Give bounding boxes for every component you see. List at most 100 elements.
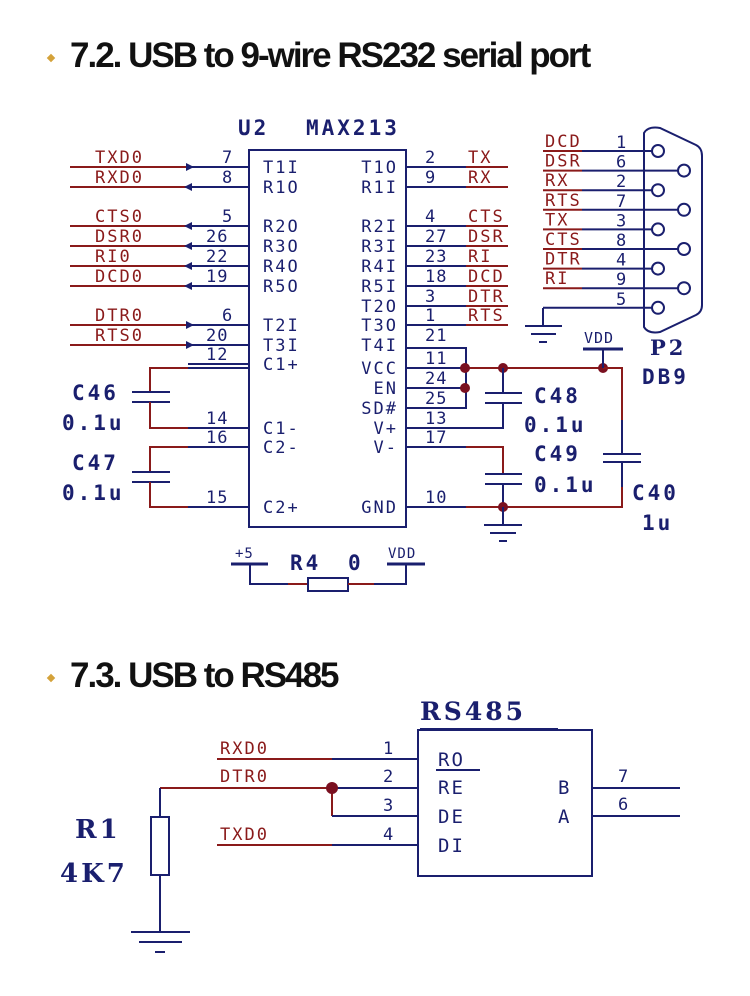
pin-number: 4 xyxy=(616,251,627,271)
pin-name: GND xyxy=(361,498,398,518)
arrow-icon xyxy=(184,262,192,270)
cap-ref: C47 xyxy=(72,451,119,475)
pin-name: R2I xyxy=(361,217,398,237)
pin-socket-icon xyxy=(677,202,691,217)
net-label: RXD0 xyxy=(95,168,144,188)
net-label: TX xyxy=(468,148,492,168)
pin-number: 7 xyxy=(222,148,233,168)
net-label: TXD0 xyxy=(95,148,144,168)
pin-name: R5I xyxy=(361,277,398,297)
ic-part: MAX213 xyxy=(306,116,400,140)
pin-socket-icon xyxy=(677,163,691,178)
power-network: C48 0.1u C49 0.1u C40 1u VDD xyxy=(406,329,679,542)
pin-number: 6 xyxy=(222,306,233,326)
pin-number: 8 xyxy=(616,231,627,251)
pin-number: 2 xyxy=(425,148,436,168)
res-value: 0 xyxy=(348,551,364,575)
pin-name: T3I xyxy=(263,336,300,356)
pin-number: 17 xyxy=(425,428,447,448)
net-label: DSR xyxy=(468,227,505,247)
cap-value: 0.1u xyxy=(62,411,125,435)
pin-name: R1O xyxy=(263,178,300,198)
res-ref: R1 xyxy=(75,815,121,845)
pin-name: T2I xyxy=(263,316,300,336)
pin-number: 15 xyxy=(206,488,228,508)
resistor-r4: +5 VDD R4 0 xyxy=(231,546,425,592)
cap-value: 0.1u xyxy=(524,413,587,437)
net-label: RX xyxy=(545,171,569,191)
net-label: RTS0 xyxy=(95,326,144,346)
capacitor-c46: C46 0.1u xyxy=(62,367,249,435)
pin-name: R3I xyxy=(361,237,398,257)
pin-name: RO xyxy=(438,749,465,771)
net-label: TXD0 xyxy=(220,825,269,845)
cap-value: 0.1u xyxy=(62,481,125,505)
vdd-label: VDD xyxy=(388,546,416,562)
pin-name: T2O xyxy=(361,297,398,317)
pin-name: T3O xyxy=(361,316,398,336)
pin-socket-icon xyxy=(651,144,665,158)
pin-number: 3 xyxy=(425,287,436,307)
cap-ref: C49 xyxy=(534,442,581,466)
pin-number: 4 xyxy=(383,825,394,845)
pin-socket-icon xyxy=(651,222,665,237)
pin-name: R5O xyxy=(263,277,300,297)
pin-number: 1 xyxy=(616,133,627,153)
net-label: CTS0 xyxy=(95,207,144,227)
ic-pin: 13V+ xyxy=(374,409,447,439)
pin-number: 27 xyxy=(425,227,447,247)
pin-name: C1- xyxy=(263,419,300,439)
cap-ref: C46 xyxy=(72,381,119,405)
pin-number: 6 xyxy=(616,153,627,173)
pin-number: 18 xyxy=(425,267,447,287)
net-label: RTS xyxy=(468,306,505,326)
pin-name: A xyxy=(558,806,571,828)
connector-pin: 5 xyxy=(543,290,665,315)
net-label: RI xyxy=(468,247,492,267)
pin-number: 3 xyxy=(616,211,627,231)
pin-number: 19 xyxy=(206,267,228,287)
net-label: DTR0 xyxy=(95,306,144,326)
ic-part: RS485 xyxy=(420,697,526,726)
pin-number: 5 xyxy=(616,290,627,310)
pin-number: 4 xyxy=(425,207,436,227)
res-value: 4K7 xyxy=(60,859,128,889)
ic-ref: U2 xyxy=(238,116,269,140)
arrow-icon xyxy=(184,282,192,290)
pin-number: 24 xyxy=(425,369,447,389)
pin-number: 6 xyxy=(618,795,629,815)
pin-name: R1I xyxy=(361,178,398,198)
net-label: RTS xyxy=(545,191,582,211)
pin-name: SD# xyxy=(361,399,398,419)
pin-number: 9 xyxy=(616,270,627,290)
net-label: RI0 xyxy=(95,247,132,267)
res-ref: R4 xyxy=(290,551,321,575)
cap-value: 1u xyxy=(642,511,673,535)
cap-ref: C40 xyxy=(632,481,679,505)
net-label: DCD xyxy=(468,267,505,287)
ic-body xyxy=(417,729,593,877)
